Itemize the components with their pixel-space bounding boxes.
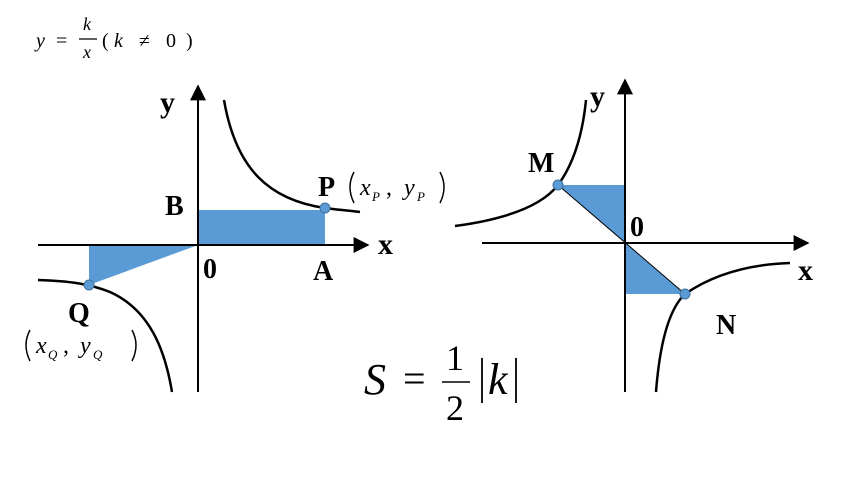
label-m: M — [528, 148, 554, 179]
p-coord-paren-open — [349, 171, 355, 204]
formula-zero: 0 — [166, 30, 176, 52]
right-origin-label: 0 — [630, 212, 644, 243]
area-numerator: 1 — [446, 338, 464, 378]
left-hyperbola-branch-2 — [37, 278, 174, 393]
label-q: Q — [68, 298, 90, 329]
mn-line — [557, 184, 686, 295]
point-p — [319, 202, 331, 214]
p-coord-y: y — [402, 175, 415, 201]
q-coordinate: x Q , y Q — [25, 329, 137, 362]
q-coord-ysub: Q — [93, 347, 103, 362]
q-coord-xsub: Q — [48, 347, 58, 362]
formula-x: x — [82, 42, 91, 62]
q-coord-y: y — [78, 333, 91, 359]
q-coord-x: x — [35, 333, 47, 359]
formula-neq: ≠ — [139, 30, 150, 52]
q-coord-paren-close — [131, 329, 137, 362]
right-graph: y x 0 M N — [454, 78, 813, 393]
formula-paren-close: ) — [186, 30, 193, 52]
right-y-label: y — [590, 80, 605, 113]
formula-header: y = k x ( k ≠ 0 ) — [34, 14, 193, 62]
formula-eq: = — [56, 30, 67, 52]
label-a: A — [313, 256, 334, 287]
left-y-label: y — [160, 86, 175, 119]
label-n: N — [716, 310, 736, 341]
point-n — [679, 288, 691, 300]
p-coordinate: x P , y P — [349, 171, 445, 204]
left-hyperbola-branch-1 — [222, 99, 361, 214]
left-x-label: x — [378, 228, 393, 261]
p-coord-paren-close — [439, 171, 445, 204]
q-coord-paren-open — [25, 329, 31, 362]
triangle-area-q — [89, 245, 198, 285]
point-q — [83, 279, 95, 291]
point-m — [552, 179, 564, 191]
label-p: P — [318, 172, 335, 203]
q-coord-comma: , — [63, 333, 69, 359]
formula-y: y — [34, 30, 45, 52]
left-graph: y x 0 A B P Q x P , y P x Q , y Q — [25, 84, 445, 393]
area-denominator: 2 — [446, 388, 464, 428]
formula-paren-open: ( — [102, 30, 109, 52]
area-k: k — [488, 355, 509, 404]
area-formula: S = 1 2 k — [364, 338, 517, 428]
right-hyperbola-branch-1 — [454, 99, 588, 228]
left-origin-label: 0 — [203, 254, 217, 285]
formula-k2: k — [114, 30, 124, 52]
p-coord-xsub: P — [371, 189, 380, 204]
label-b: B — [165, 191, 184, 222]
p-coord-comma: , — [386, 175, 392, 201]
right-x-label: x — [798, 254, 813, 287]
p-coord-ysub: P — [416, 189, 425, 204]
formula-k: k — [83, 14, 92, 34]
area-s: S — [364, 355, 386, 404]
p-coord-x: x — [359, 175, 371, 201]
rectangle-area — [198, 210, 325, 245]
area-eq: = — [403, 356, 426, 401]
